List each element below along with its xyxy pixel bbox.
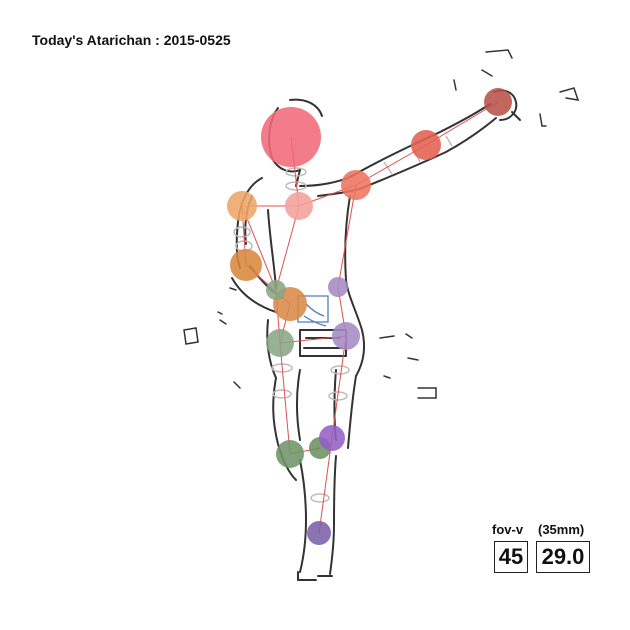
fov-value-box[interactable]: 45 [494,541,528,573]
joint-head[interactable] [261,107,321,167]
joint-neck[interactable] [285,192,313,220]
joint-elbow-right[interactable] [411,130,441,160]
joint-shoulder-left[interactable] [227,191,257,221]
joint-shoulder-right[interactable] [341,170,371,200]
joint-knee-left[interactable] [276,440,304,468]
bone-shoulder_right-hip_right_up [337,184,357,288]
bone-hip_right-knee_right [331,335,347,439]
joint-hip-left[interactable] [266,329,294,357]
joint-ankle-right[interactable] [307,521,331,545]
joint-hand-right[interactable] [484,88,512,116]
bone-neck-hip_left_up [275,205,300,291]
joint-hip-right[interactable] [332,322,360,350]
joint-hip-right-up[interactable] [328,277,348,297]
joint-elbow-left[interactable] [230,249,262,281]
lens-value-box[interactable]: 29.0 [536,541,590,573]
bone-knee_right-ankle_right [318,437,333,534]
joints [227,88,512,545]
page-title: Today's Atarichan : 2015-0525 [32,32,231,48]
joint-knee-right[interactable] [319,425,345,451]
bone-hip_left-knee_left [279,342,291,455]
lens-label: (35mm) [538,522,585,537]
joint-hip-left-up[interactable] [266,280,286,300]
bone-shoulder_left-hip_left_up [241,205,277,291]
fov-label: fov-v [492,522,524,537]
sketch-fragments [183,49,580,399]
